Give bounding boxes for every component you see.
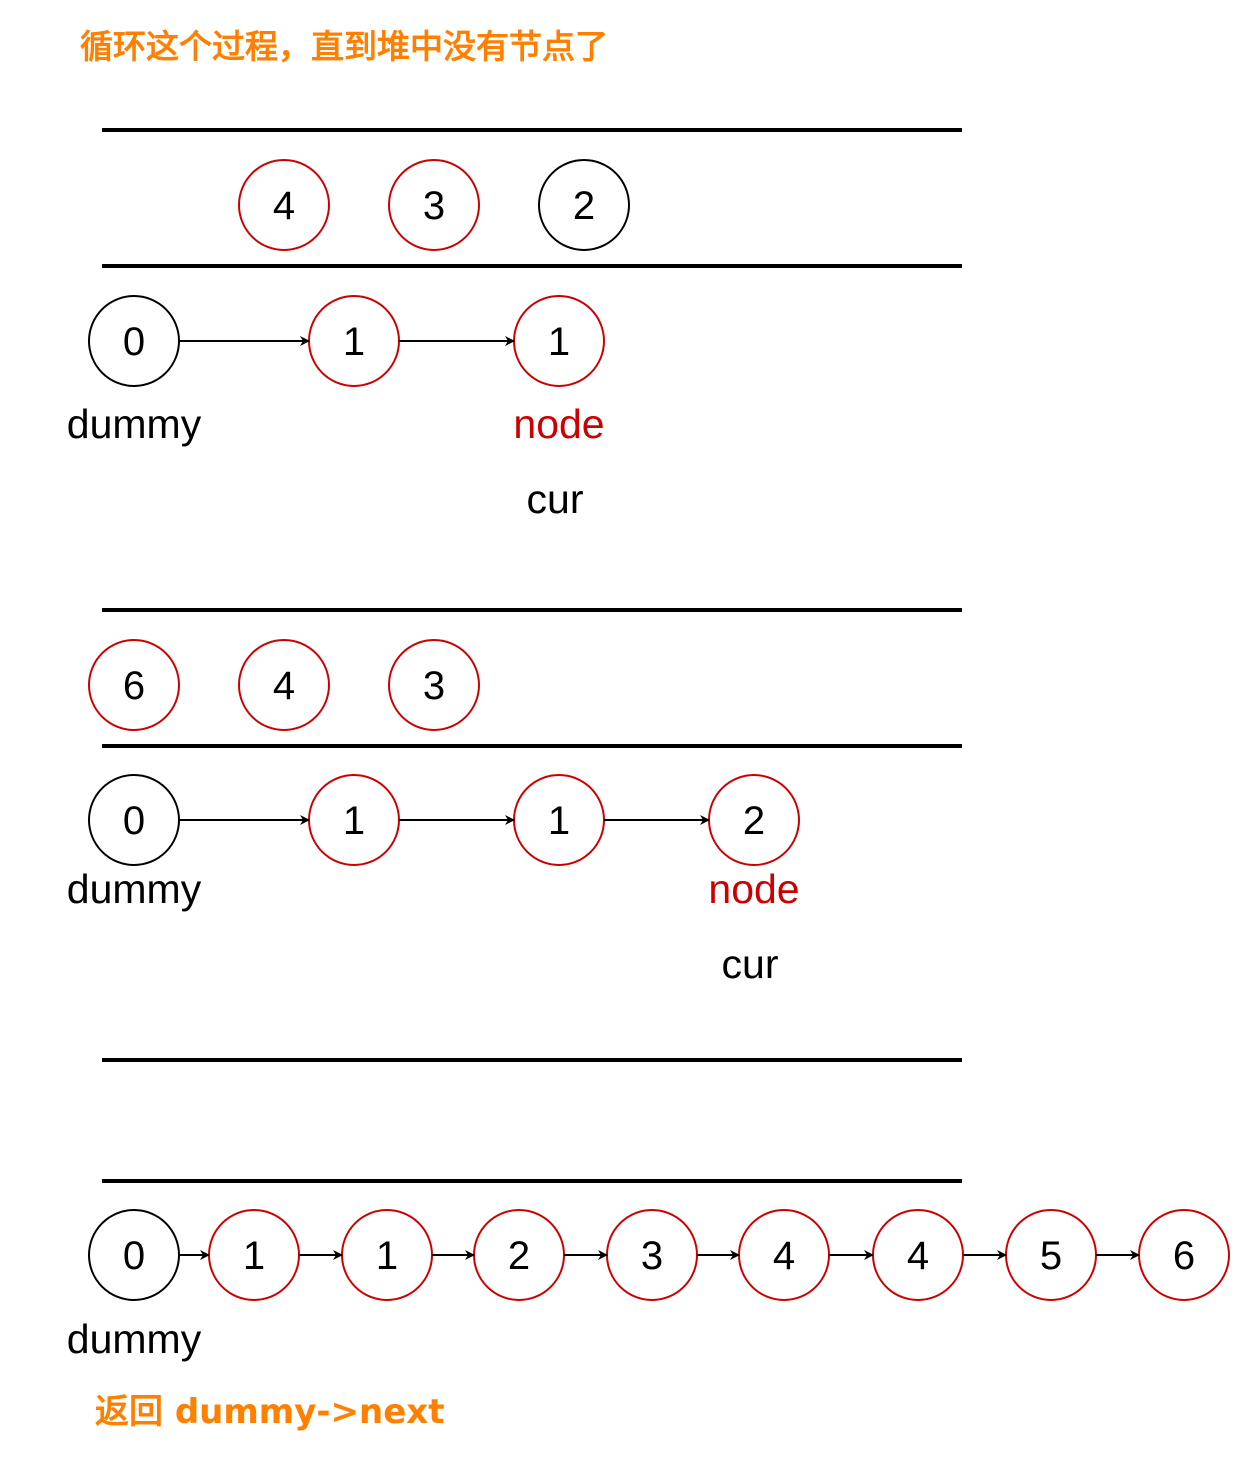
- stage-1-node-label: node: [513, 401, 604, 447]
- stage-2-list-node-1-value: 1: [343, 799, 365, 843]
- title-note: 循环这个过程，直到堆中没有节点了: [80, 27, 608, 66]
- stage-2-dummy-label: dummy: [67, 866, 202, 912]
- stage-2-list-node-2-value: 1: [548, 799, 570, 843]
- stage-3-list-node-0-value: 0: [123, 1234, 145, 1278]
- footer-note: 返回 dummy->next: [95, 1392, 445, 1432]
- stage-3-list-node-8-value: 6: [1173, 1234, 1195, 1278]
- stage-3-list-node-5-value: 4: [773, 1234, 795, 1278]
- stage-1-list-node-2-value: 1: [548, 320, 570, 364]
- stage-3-list-node-1-value: 1: [243, 1234, 265, 1278]
- stage-2-node-label: node: [708, 866, 799, 912]
- stage-2-heap-node-2-value: 3: [423, 664, 445, 708]
- stage-2-list-node-0-value: 0: [123, 799, 145, 843]
- stage-1-heap-node-0-value: 4: [273, 184, 295, 228]
- stage-2-cur-label: cur: [722, 941, 779, 987]
- stage-2-heap-node-2-circle: [388, 639, 480, 731]
- stage-3-list-node-4-value: 3: [641, 1234, 663, 1278]
- stage-3-list-node-7-value: 5: [1040, 1234, 1062, 1278]
- stage-2-heap-node-1-circle: [238, 639, 330, 731]
- stage-3-dummy-label: dummy: [67, 1316, 202, 1362]
- stage-1-heap-node-1-value: 3: [423, 184, 445, 228]
- stage-1-heap-node-0-circle: [238, 159, 330, 251]
- stage-1-cur-label: cur: [527, 476, 584, 522]
- stage-2-heap-node-0-value: 6: [123, 664, 145, 708]
- stage-2-heap-node-0-circle: [88, 639, 180, 731]
- stage-1-heap-node-2-circle: [538, 159, 630, 251]
- stage-3-list-node-6-value: 4: [907, 1234, 929, 1278]
- stage-1-list-node-0-value: 0: [123, 320, 145, 364]
- stage-2-list-node-3-value: 2: [743, 799, 765, 843]
- stage-1-list-node-1-value: 1: [343, 320, 365, 364]
- stage-1-heap-node-2-value: 2: [573, 184, 595, 228]
- stage-1-heap-node-1-circle: [388, 159, 480, 251]
- stage-1-dummy-label: dummy: [67, 401, 202, 447]
- stage-3-list-node-3-value: 2: [508, 1234, 530, 1278]
- stage-3-list-node-2-value: 1: [376, 1234, 398, 1278]
- stage-2-heap-node-1-value: 4: [273, 664, 295, 708]
